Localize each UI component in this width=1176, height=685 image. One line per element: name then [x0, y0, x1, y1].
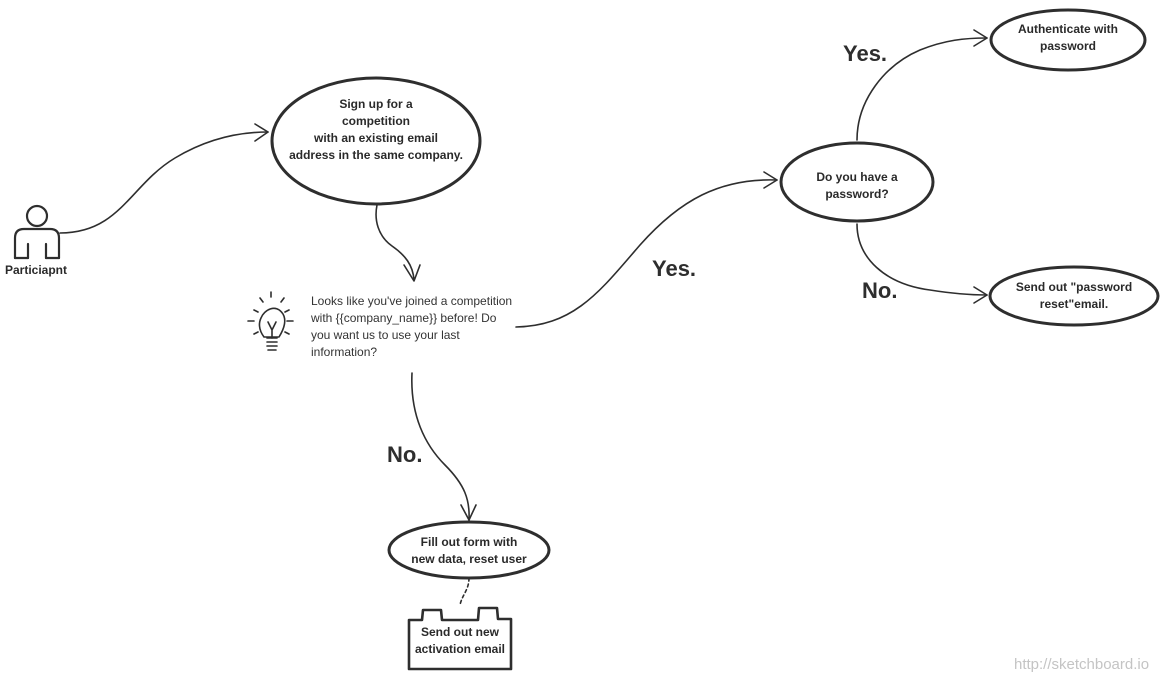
reset-email-node-label: Send out "password reset"email.: [1015, 280, 1133, 311]
edge-label-no-to-reset: No.: [862, 278, 898, 303]
authenticate-node-label: Authenticate with password: [1017, 22, 1118, 53]
fill-form-node-label: Fill out form with new data, reset user: [411, 535, 527, 566]
edge-label-no-to-form: No.: [387, 442, 423, 467]
person-icon: [13, 204, 61, 260]
reset-email-node[interactable]: [988, 265, 1160, 327]
edge-label-yes-to-auth: Yes.: [843, 41, 888, 66]
has-password-node-label: Do you have a password?: [816, 170, 898, 201]
note-text: Looks like you've joined a competition w…: [311, 294, 513, 359]
edge-actor-to-signup: [59, 131, 269, 234]
signup-node-label: Sign up for a competition with an existi…: [289, 97, 463, 162]
edge-password-to-auth: [856, 37, 988, 141]
edge-signup-to-note: [375, 204, 415, 281]
edge-label-yes-to-password: Yes.: [652, 256, 697, 281]
activation-node[interactable]: [407, 606, 513, 671]
signup-node[interactable]: [270, 76, 482, 206]
lightbulb-icon: [247, 291, 294, 351]
edge-note-to-password: [515, 179, 778, 328]
has-password-node[interactable]: [779, 141, 935, 223]
edge-note-to-form: [411, 372, 470, 521]
watermark: http://sketchboard.io: [1014, 656, 1150, 673]
authenticate-node[interactable]: [989, 8, 1147, 72]
edge-password-to-reset: [856, 223, 988, 296]
edge-form-to-activation: [459, 577, 470, 606]
activation-node-label: Send out new activation email: [414, 625, 506, 656]
actor-label: Particiapnt: [4, 263, 67, 277]
